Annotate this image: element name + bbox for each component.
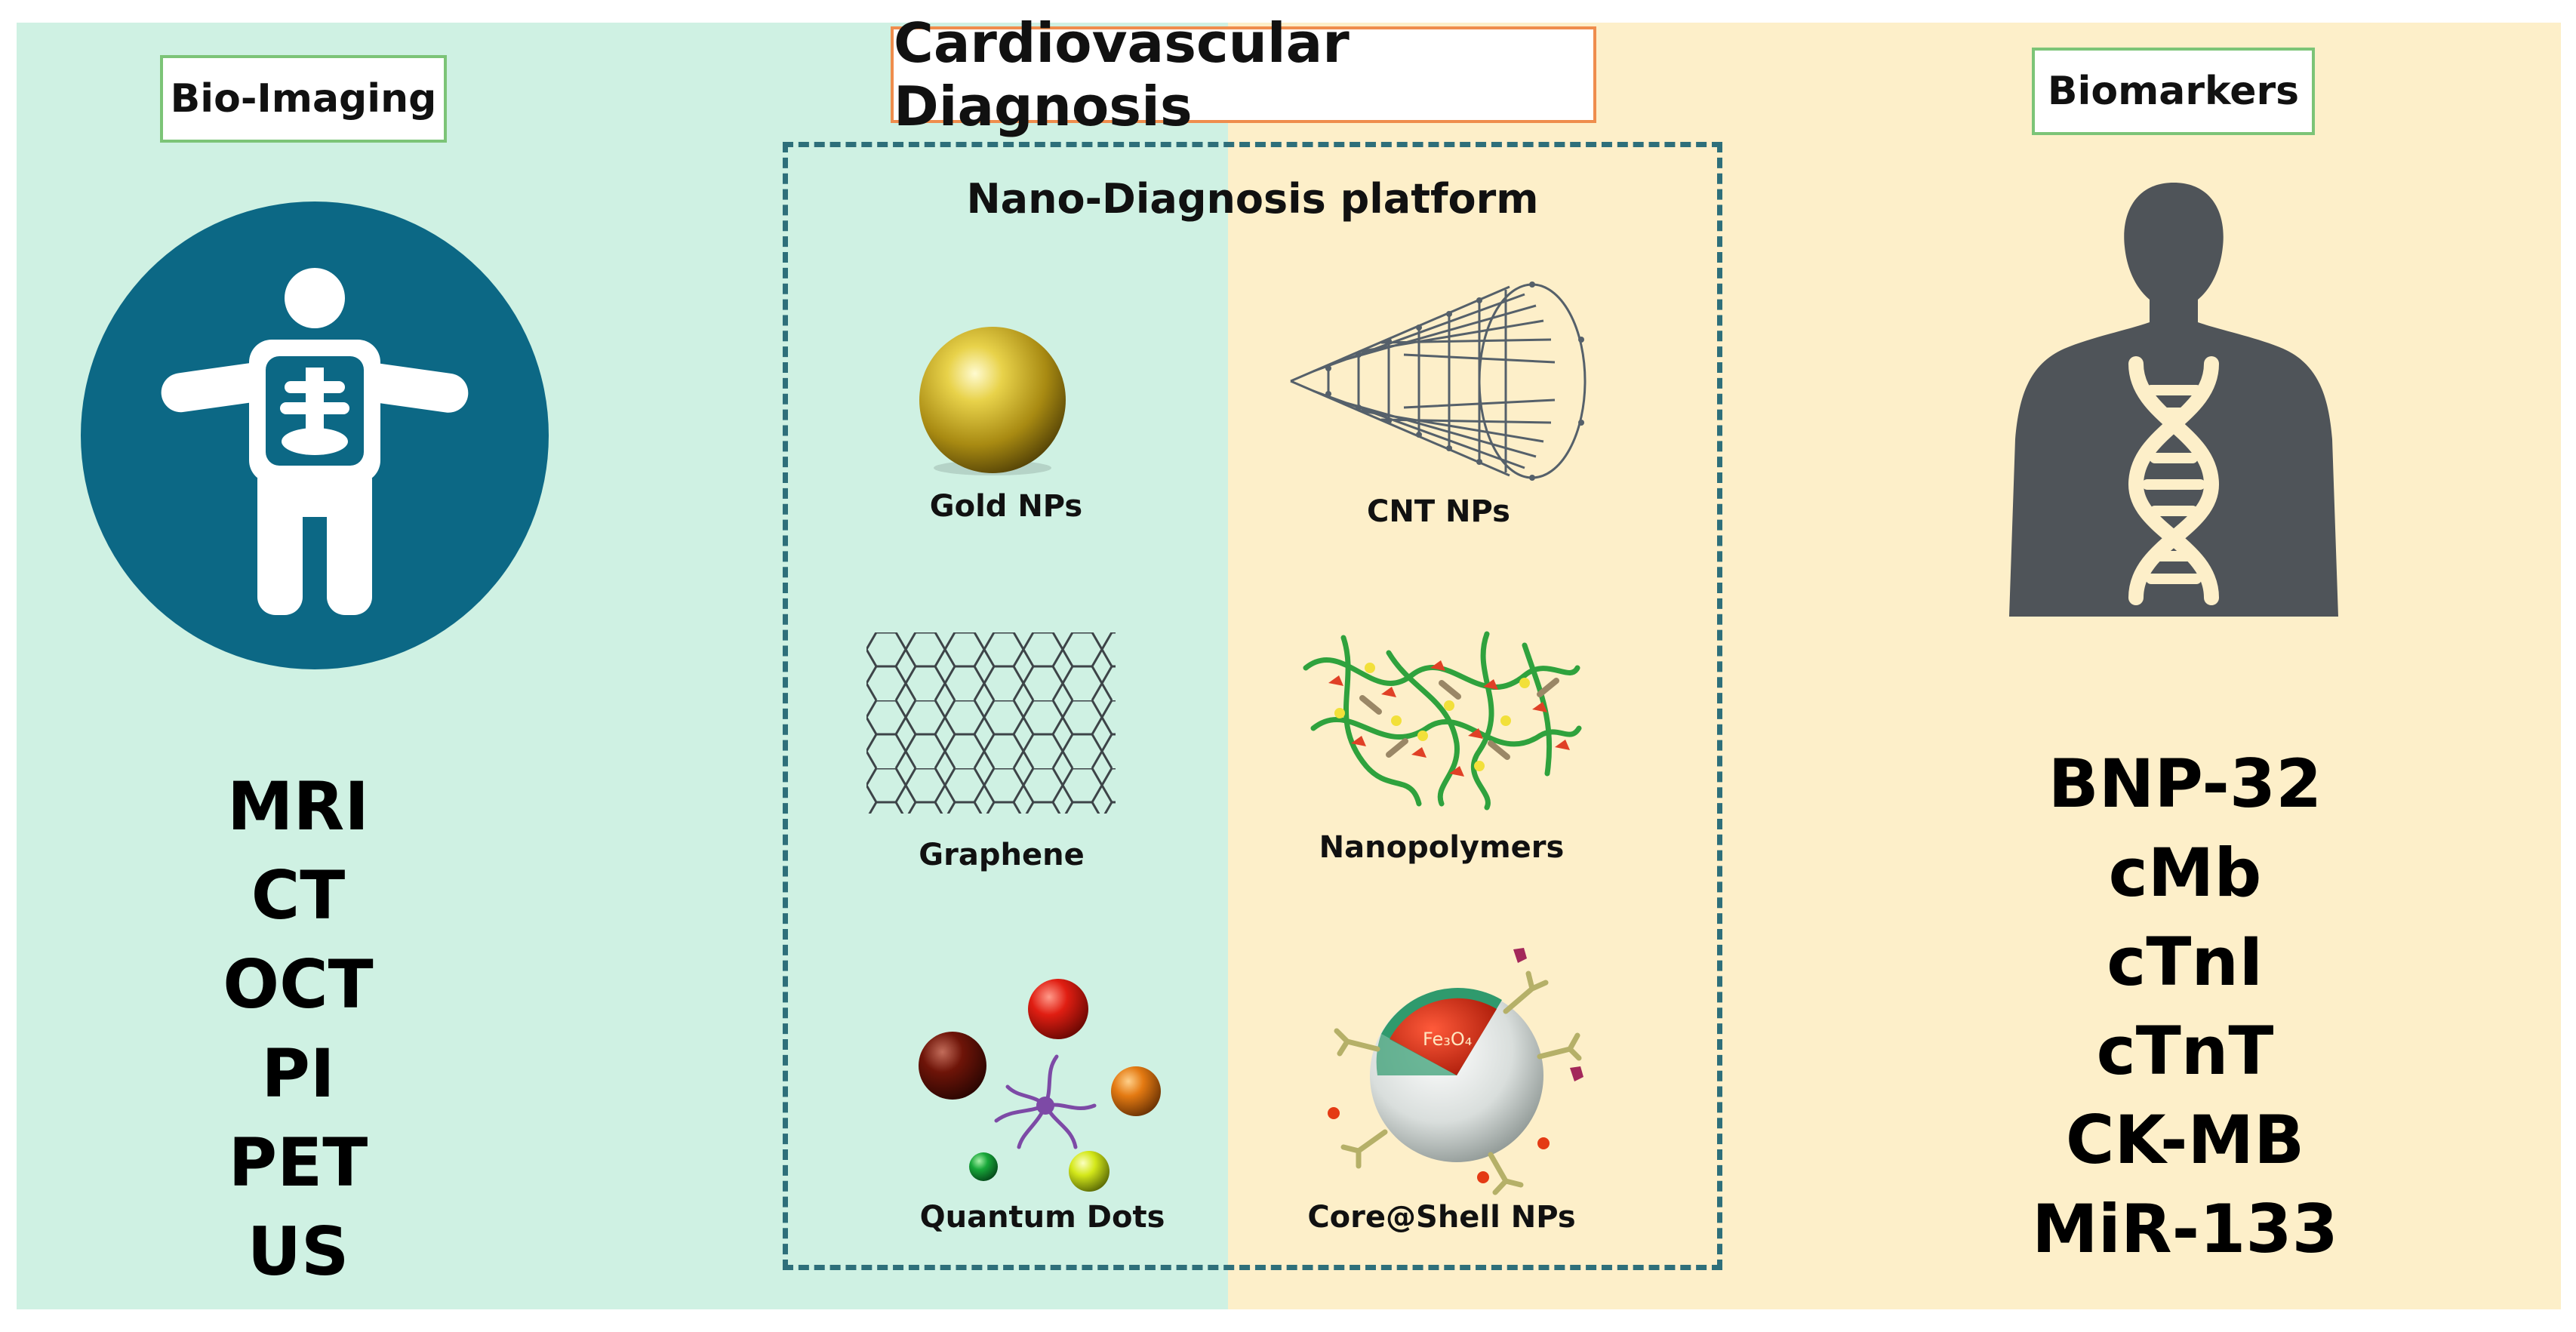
- biomarker-item: cTnI: [2107, 923, 2264, 1001]
- biomarker-item: BNP-32: [2048, 745, 2322, 823]
- quantum-dots-icon: [919, 979, 1161, 1192]
- np-label-cnt: CNT NPs: [1367, 494, 1510, 529]
- np-label-core-shell: Core@Shell NPs: [1307, 1200, 1576, 1235]
- imaging-technique-item: MRI: [226, 768, 370, 845]
- gold-sphere-icon: [919, 327, 1066, 475]
- biomarkers-heading: Biomarkers: [2032, 48, 2315, 135]
- imaging-technique-item: OCT: [223, 946, 374, 1023]
- core-label: Fe₃O₄: [1423, 1029, 1472, 1050]
- imaging-technique-item: PET: [228, 1124, 368, 1201]
- human-dna-icon: [2009, 183, 2338, 617]
- biomarker-list: BNP-32 cMb cTnI cTnT CK-MB MiR-133: [2030, 740, 2340, 1274]
- np-label-graphene: Graphene: [919, 838, 1085, 872]
- imaging-technique-list: MRI CT OCT PI PET US: [143, 762, 453, 1297]
- imaging-technique-item: PI: [261, 1035, 335, 1112]
- biomarker-item: cMb: [2108, 834, 2262, 912]
- biomarker-item: MiR-133: [2032, 1190, 2338, 1268]
- platform-heading: Nano-Diagnosis platform: [966, 175, 1539, 223]
- graphene-lattice-icon: [866, 632, 1116, 814]
- body-xray-icon: [81, 201, 549, 669]
- biomarker-item: cTnT: [2096, 1012, 2274, 1090]
- imaging-technique-item: CT: [251, 857, 346, 934]
- core-shell-np-icon: Fe₃O₄: [1328, 948, 1583, 1195]
- diagram-title: Cardiovascular Diagnosis: [891, 11, 1596, 138]
- nanopolymer-network-icon: [1303, 631, 1582, 811]
- np-label-gold: Gold NPs: [929, 489, 1083, 524]
- imaging-technique-item: US: [247, 1213, 349, 1290]
- np-label-quantum-dots: Quantum Dots: [919, 1200, 1165, 1235]
- bio-imaging-heading: Bio-Imaging: [160, 55, 447, 143]
- carbon-nanotube-icon: [1290, 281, 1587, 481]
- nano-diagnosis-platform-frame: [783, 142, 1722, 1270]
- np-label-nanopolymers: Nanopolymers: [1319, 830, 1565, 865]
- biomarker-item: CK-MB: [2065, 1101, 2305, 1179]
